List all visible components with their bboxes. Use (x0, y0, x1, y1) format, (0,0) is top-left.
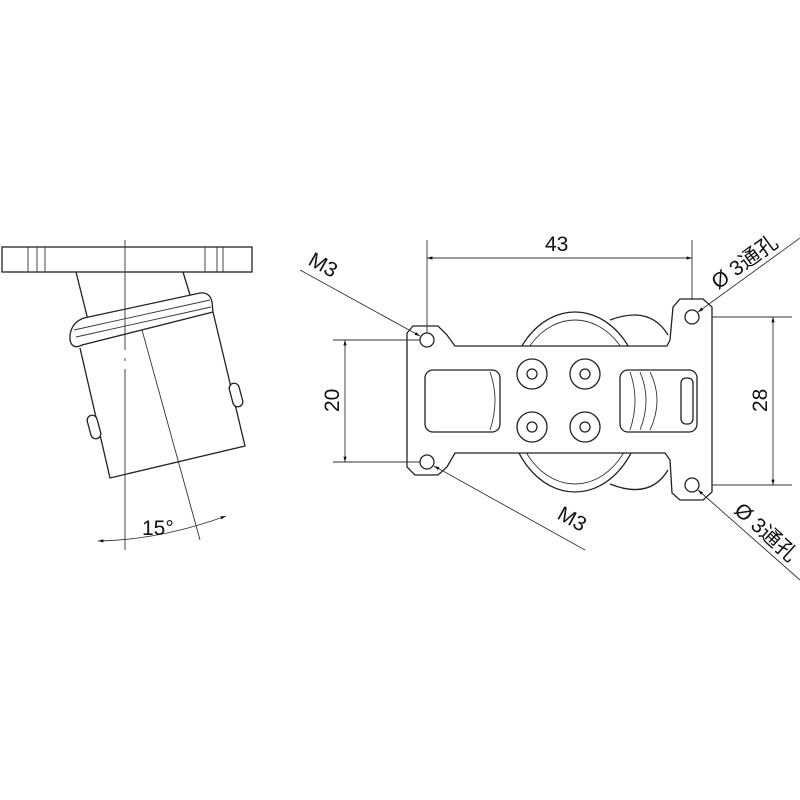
dimension-28: 28 (712, 316, 792, 486)
svg-text:Ø 3通孔: Ø 3通孔 (730, 499, 800, 567)
leader-through-hole-bottom: Ø 3通孔 (697, 489, 800, 581)
mounting-plate-side (1, 246, 253, 273)
dimension-43: 43 (426, 233, 693, 333)
dimension-20: 20 (321, 339, 420, 463)
leader-m3-top: M3 (299, 248, 421, 337)
leader-m3-bottom: M3 (433, 465, 591, 551)
angle-label: 15° (142, 517, 174, 540)
svg-text:28: 28 (749, 389, 772, 412)
leader-through-hole-top: Ø 3通孔 (697, 231, 800, 313)
through-hole-top (684, 309, 700, 325)
svg-text:Ø 3通孔: Ø 3通孔 (707, 231, 782, 294)
side-view: 15° (1, 240, 253, 550)
top-view: 43 20 28 M3 M3 Ø 3通孔 (299, 231, 800, 581)
caster-body-side (69, 271, 246, 541)
window-left (424, 369, 501, 433)
window-right (619, 369, 698, 433)
svg-text:M3: M3 (554, 502, 591, 536)
svg-text:M3: M3 (305, 248, 342, 282)
through-hole-bottom (684, 477, 700, 493)
svg-text:43: 43 (545, 233, 568, 256)
svg-text:20: 20 (321, 389, 344, 412)
mounting-plate-top (406, 298, 713, 501)
angle-dimension-arc (97, 515, 227, 543)
bolts (516, 358, 601, 443)
